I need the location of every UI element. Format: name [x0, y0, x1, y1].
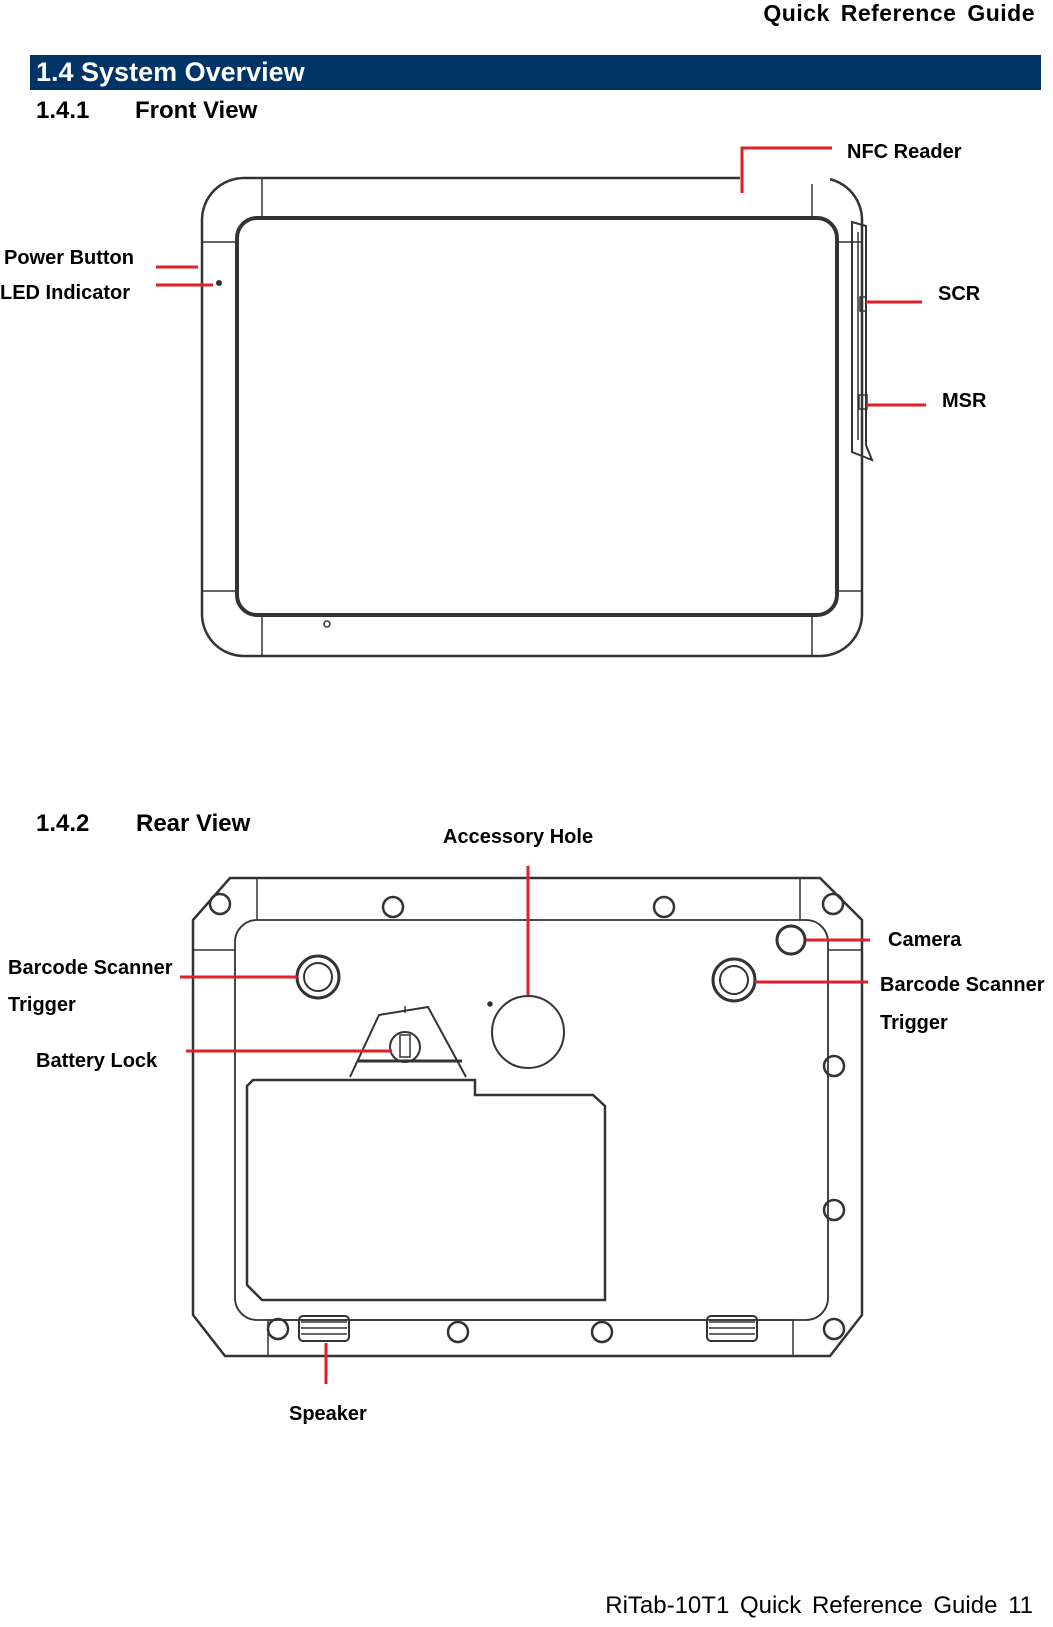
speaker-label: Speaker — [289, 1403, 367, 1425]
power-button-label: Power Button — [4, 247, 134, 269]
msr-label: MSR — [942, 390, 987, 412]
battery-lock-label: Battery Lock — [36, 1050, 158, 1072]
barcode-trigger-right-label: Trigger — [880, 1012, 948, 1034]
rear-inner-panel — [234, 919, 829, 1321]
speaker-grille-right — [706, 1315, 758, 1342]
front-view-title: Front View — [135, 97, 258, 124]
rear-view-number: 1.4.2 — [36, 810, 90, 837]
battery-cover — [245, 1078, 607, 1302]
camera-label: Camera — [888, 929, 962, 951]
barcode-scanner-left-label: Barcode Scanner — [8, 957, 173, 979]
speaker-grille-left — [298, 1315, 350, 1342]
nfc-reader-label: NFC Reader — [847, 141, 962, 163]
barcode-scanner-right-label: Barcode Scanner — [880, 974, 1045, 996]
nfc-callout-line — [740, 146, 832, 193]
tablet-front-body — [200, 176, 864, 658]
front-view-number: 1.4.1 — [36, 97, 90, 124]
front-bottom-dot — [323, 620, 331, 628]
front-view-diagram — [156, 146, 926, 658]
battery-lock-knob — [389, 1031, 421, 1063]
rear-camera — [775, 924, 807, 956]
battery-lock-housing — [349, 1005, 467, 1078]
page-footer: RiTab-10T1 Quick Reference Guide 11 — [605, 1592, 1033, 1619]
barcode-trigger-left-label: Trigger — [8, 994, 76, 1016]
page-header-title: Quick Reference Guide — [763, 0, 1035, 26]
rear-view-diagram — [180, 866, 870, 1384]
scr-label: SCR — [938, 283, 981, 305]
section-heading: 1.4 System Overview — [30, 55, 1041, 90]
led-indicator-label: LED Indicator — [0, 282, 131, 304]
right-trigger-button — [711, 957, 757, 1003]
accessory-hole — [491, 995, 565, 1069]
rear-view-title: Rear View — [136, 810, 251, 837]
accessory-hole-label: Accessory Hole — [443, 826, 594, 848]
tablet-screen — [235, 216, 839, 617]
card-reader-module — [851, 220, 874, 462]
led-dot — [216, 280, 222, 286]
